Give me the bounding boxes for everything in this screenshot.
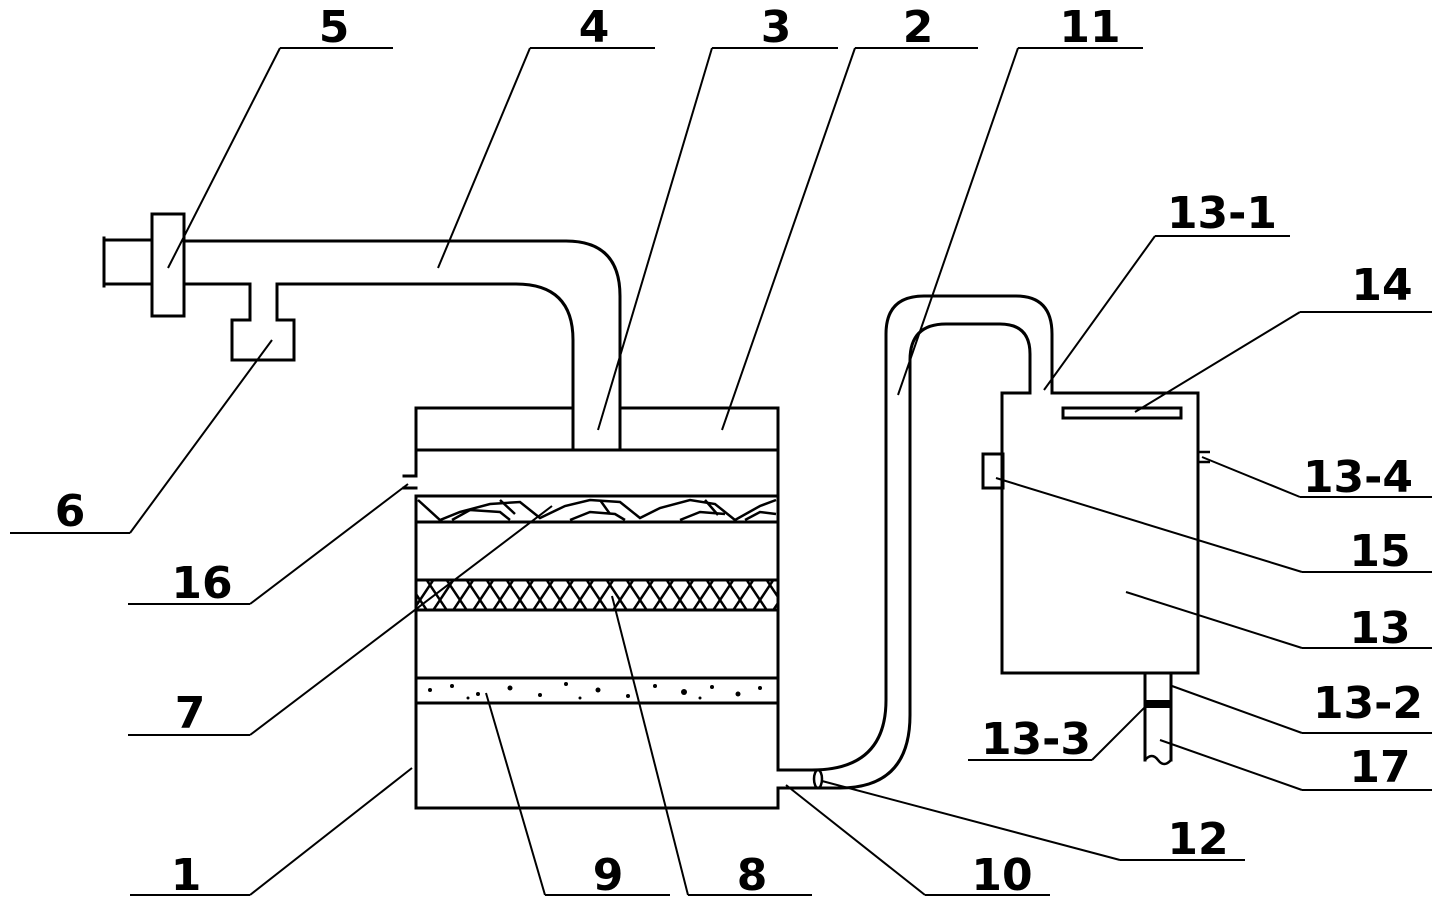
valve-12 — [812, 768, 824, 790]
collection-tank — [981, 391, 1210, 766]
label-16: 16 — [171, 558, 232, 609]
mesh-layer — [414, 578, 780, 612]
label-13-4: 13-4 — [1303, 452, 1413, 503]
sand-layer — [414, 676, 780, 705]
label-2: 2 — [903, 2, 934, 53]
label-7: 7 — [175, 688, 206, 739]
main-tank — [402, 406, 780, 810]
leader-lines — [10, 47, 1432, 896]
port-13-4 — [1198, 450, 1210, 464]
stone-layer — [414, 494, 780, 524]
label-13-3: 13-3 — [981, 714, 1091, 765]
outlet-pipe — [776, 294, 1054, 790]
lid-14 — [1061, 406, 1183, 420]
label-11: 11 — [1059, 2, 1120, 53]
label-5: 5 — [319, 2, 350, 53]
label-9: 9 — [593, 850, 624, 901]
label-8: 8 — [737, 850, 768, 901]
label-13-1: 13-1 — [1167, 188, 1277, 239]
flange-5 — [150, 212, 186, 318]
inlet-16 — [402, 474, 418, 490]
label-6: 6 — [55, 486, 86, 537]
valve-13-3 — [1145, 700, 1171, 708]
label-texts: 5 4 3 2 11 13-1 14 13-4 15 13 13-2 13-3 … — [55, 2, 1423, 901]
label-4: 4 — [579, 2, 610, 53]
branch-6 — [230, 318, 296, 362]
label-13: 13 — [1349, 603, 1410, 654]
label-12: 12 — [1167, 814, 1228, 865]
label-14: 14 — [1351, 260, 1412, 311]
label-13-2: 13-2 — [1313, 678, 1423, 729]
label-3: 3 — [761, 2, 792, 53]
label-17: 17 — [1349, 742, 1410, 793]
inlet-pipe — [102, 212, 622, 452]
label-1: 1 — [171, 850, 202, 901]
sensor-15 — [981, 452, 1005, 490]
label-10: 10 — [971, 850, 1032, 901]
label-15: 15 — [1349, 526, 1410, 577]
